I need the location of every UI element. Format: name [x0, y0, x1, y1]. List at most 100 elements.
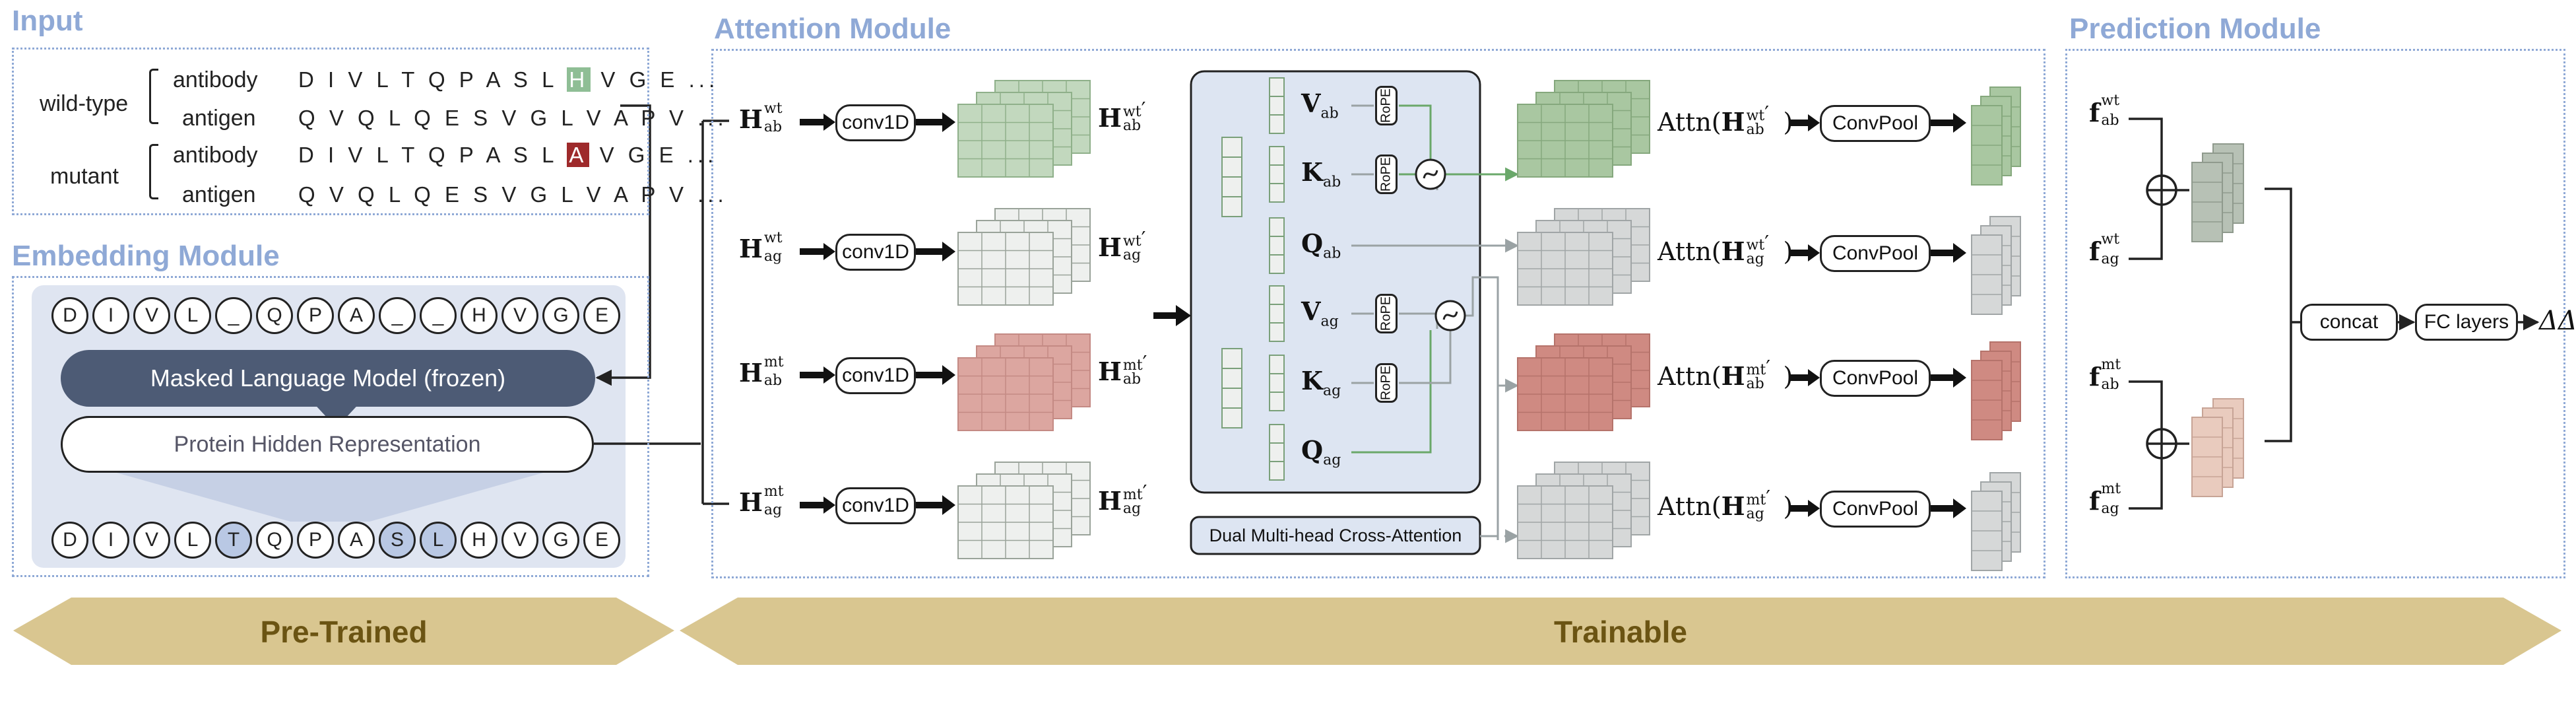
prediction-lines: [2129, 118, 2540, 510]
attention-title: Attention Module: [714, 13, 951, 45]
conv1d-mt-ab: conv1D: [835, 357, 916, 394]
attn-matrix-mt-ag: [1517, 485, 1613, 559]
full-token: I: [92, 522, 129, 559]
convpool-wt-ab: ConvPool: [1820, 105, 1931, 142]
full-token: G: [542, 522, 579, 559]
masked-token: _: [215, 297, 252, 334]
full-token: D: [51, 522, 88, 559]
masked-token: V: [133, 297, 170, 334]
mt-antigen-sequence: Q V Q L Q E S V G L V A P V ...: [298, 182, 728, 207]
wildtype-brace: [149, 69, 158, 124]
masked-token: _: [420, 297, 457, 334]
mlm-box: Masked Language Model (frozen): [61, 350, 595, 407]
k-ab-label: Kab: [1301, 157, 1341, 191]
embedding-box: [12, 276, 649, 577]
masked-token: A: [338, 297, 375, 334]
mt-residue-highlight: A: [567, 143, 590, 167]
embedding-title: Embedding Module: [12, 240, 280, 272]
input-to-mlm-arrow: [595, 104, 651, 386]
full-token: L: [174, 522, 211, 559]
masked-token: E: [583, 297, 620, 334]
trainable-label: Trainable: [1554, 615, 1687, 649]
matrix-wt-ab: [957, 104, 1054, 178]
mutant-label: mutant: [50, 164, 119, 189]
masked-token: I: [92, 297, 129, 334]
wt-antigen-sequence: Q V Q L Q E S V G L V A P V ...: [298, 106, 728, 130]
v-ab-label: Vab: [1301, 88, 1339, 122]
attn-matrix-wt-ag: [1517, 232, 1613, 306]
row-arrows: [800, 112, 1966, 518]
rope-k-ab: RoPE: [1375, 154, 1398, 194]
matrix-mt-ag: [957, 485, 1054, 559]
masked-token: P: [297, 297, 334, 334]
protein-hidden-representation: Protein Hidden Representation: [61, 416, 594, 473]
masked-token: Q: [256, 297, 293, 334]
k-ag-label: Kag: [1301, 366, 1341, 399]
full-token: H: [461, 522, 498, 559]
mutant-brace: [149, 144, 158, 199]
rope-v-ab: RoPE: [1375, 86, 1398, 125]
attention-box: [711, 49, 2045, 578]
masked-token: D: [51, 297, 88, 334]
ddg-output: ΔΔG: [2539, 306, 2576, 336]
pool-mt-ab: [1971, 360, 2003, 440]
masked-token: _: [379, 297, 416, 334]
wt-antibody-sequence: D I V L T Q P A S L H V G E ...: [298, 67, 719, 92]
full-token: A: [338, 522, 375, 559]
full-token: L: [420, 522, 457, 559]
attn-matrix-wt-ab: [1517, 104, 1613, 178]
wildtype-label: wild-type: [40, 91, 129, 116]
q-ab-label: Qab: [1301, 228, 1341, 262]
pretrained-label: Pre-Trained: [260, 615, 428, 649]
mt-antibody-sequence: D I V L T Q P A S L A V G E ...: [298, 143, 718, 167]
concat-box: concat: [2300, 304, 2398, 341]
wt-antibody-label: antibody: [173, 67, 258, 92]
pool-mt-ag: [1971, 491, 2003, 571]
masked-token: V: [501, 297, 538, 334]
funnel-shape: [79, 462, 581, 522]
masked-token: H: [461, 297, 498, 334]
full-token: Q: [256, 522, 293, 559]
matrix-wt-ag: [957, 232, 1054, 306]
wt-residue-highlight: H: [567, 67, 591, 92]
full-token: E: [583, 522, 620, 559]
full-token: V: [133, 522, 170, 559]
convpool-mt-ab: ConvPool: [1820, 360, 1931, 397]
v-ag-label: Vag: [1301, 296, 1339, 330]
fc-layers-box: FC layers: [2415, 304, 2518, 341]
fused-mt: [2191, 417, 2223, 497]
dual-attention-label: Dual Multi-head Cross-Attention: [1209, 526, 1462, 545]
input-box: [12, 48, 649, 215]
vkq-vectors: [1269, 77, 1285, 481]
conv1d-wt-ab: conv1D: [835, 104, 916, 141]
full-token: V: [501, 522, 538, 559]
conv1d-wt-ag: conv1D: [835, 234, 916, 271]
prediction-title: Prediction Module: [2069, 13, 2321, 45]
trainable-banner: [680, 598, 2561, 665]
mt-antibody-label: antibody: [173, 143, 258, 168]
attention-panel: [1190, 70, 1481, 494]
pool-wt-ag: [1971, 234, 2003, 315]
attn-matrix-mt-ab: [1517, 357, 1613, 431]
full-token: S: [379, 522, 416, 559]
q-ag-label: Qag: [1301, 435, 1341, 469]
mt-antigen-label: antigen: [182, 182, 256, 207]
rope-v-ag: RoPE: [1375, 294, 1398, 333]
matrix-mt-ab: [957, 357, 1054, 431]
